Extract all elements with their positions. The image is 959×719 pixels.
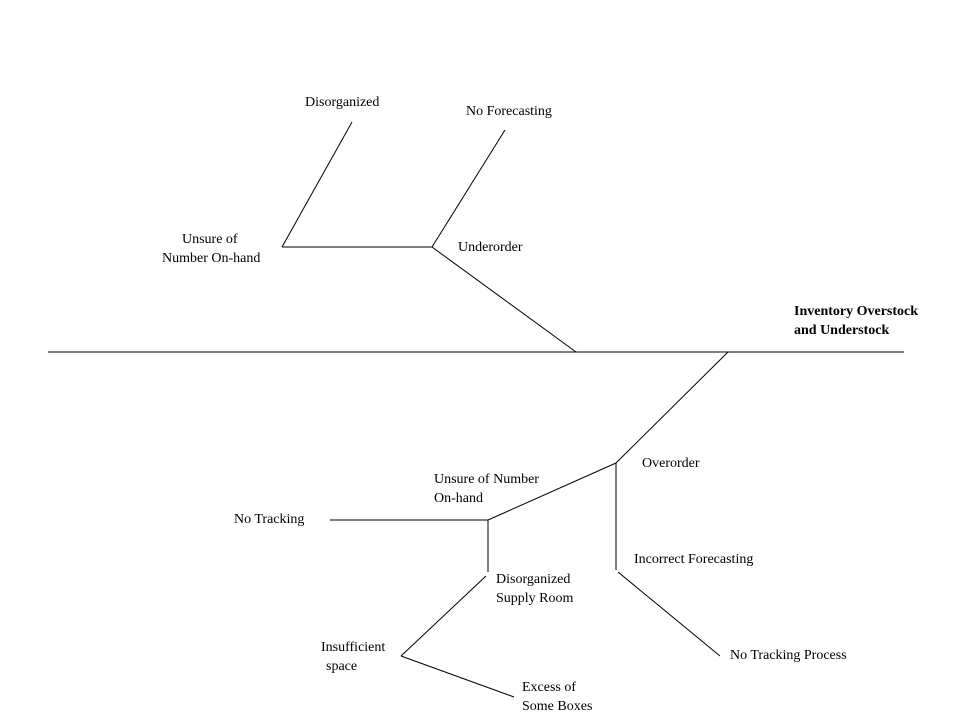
incorrect-forecasting-label: Incorrect Forecasting	[634, 552, 754, 567]
unsure-top-label-line1: Unsure of	[182, 232, 238, 247]
unsure-bottom-label-line2: On-hand	[434, 491, 483, 506]
disorganized-label: Disorganized	[305, 95, 380, 110]
no-forecasting-label: No Forecasting	[466, 104, 552, 119]
overorder-label: Overorder	[642, 456, 700, 471]
insufficient-space-branch	[400, 575, 487, 657]
overorder-bone	[615, 351, 729, 464]
insufficient-label-line1: Insufficient	[321, 640, 386, 655]
unsure-bottom-label-line1: Unsure of Number	[434, 472, 539, 487]
disorganized-supply-label-line2: Supply Room	[496, 591, 574, 606]
underorder-bone	[431, 246, 577, 353]
problem-label-line2: and Understock	[794, 323, 890, 338]
excess-label-line2: Some Boxes	[522, 699, 593, 714]
excess-boxes-branch	[400, 655, 515, 698]
no-tracking-process-branch	[617, 571, 721, 657]
insufficient-label-line2: space	[326, 659, 358, 674]
problem-label-line1: Inventory Overstock	[794, 304, 919, 319]
underorder-label: Underorder	[458, 240, 523, 255]
no-forecasting-branch	[431, 129, 506, 248]
disorganized-supply-label-line1: Disorganized	[496, 572, 571, 587]
no-tracking-process-label: No Tracking Process	[730, 648, 847, 663]
no-tracking-label: No Tracking	[234, 512, 305, 527]
unsure-top-label-line2: Number On-hand	[162, 251, 261, 266]
unsure-bottom-branch	[487, 462, 617, 521]
disorganized-branch	[281, 121, 353, 248]
excess-label-line1: Excess of	[522, 680, 577, 695]
